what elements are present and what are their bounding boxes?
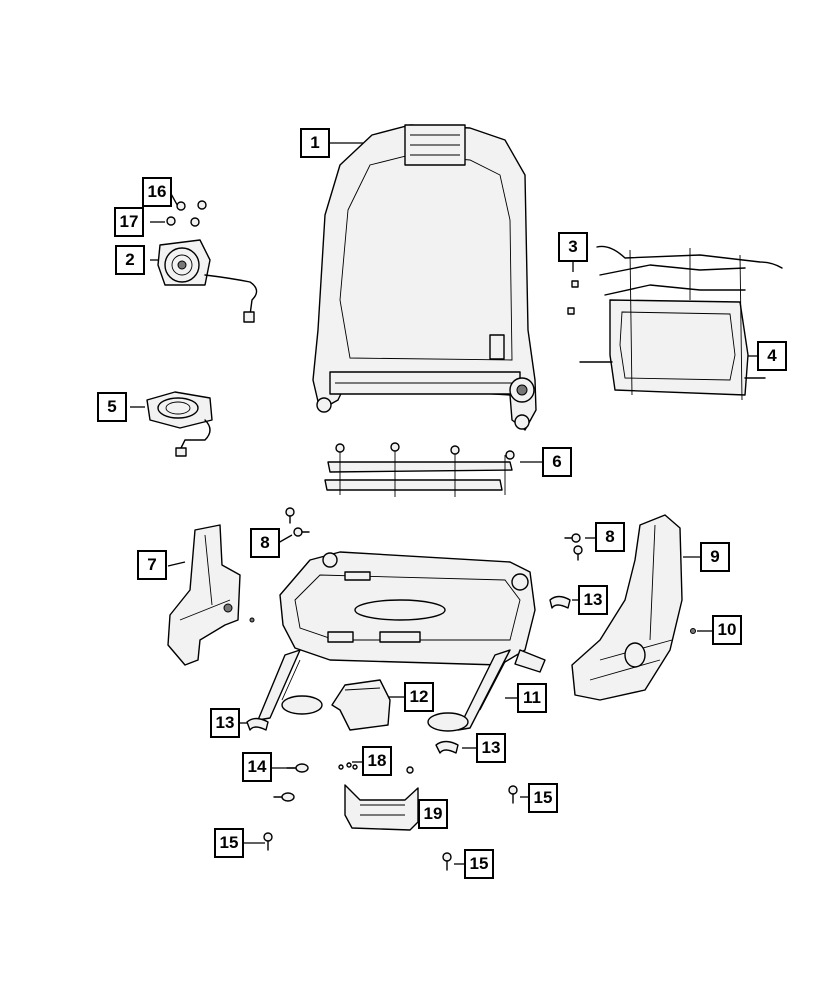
- callout-5: 5: [97, 392, 127, 422]
- callout-9: 9: [700, 542, 730, 572]
- speaker-icon: [157, 239, 258, 323]
- callout-13-left: 13: [210, 708, 240, 738]
- callout-8-left: 8: [250, 528, 280, 558]
- callout-8-right: 8: [595, 522, 625, 552]
- callout-14: 14: [242, 752, 272, 782]
- small-screw-icon: [338, 762, 414, 774]
- bolt-icon: [273, 763, 309, 802]
- right-shield-icon: [571, 514, 683, 701]
- callout-17: 17: [114, 207, 144, 237]
- seat-shield-icon: [167, 524, 255, 666]
- clip-icon: [567, 280, 579, 315]
- seat-back-frame-icon: [312, 124, 537, 431]
- seat-track-icon: [257, 649, 546, 732]
- callout-7: 7: [137, 550, 167, 580]
- callout-15-bottom: 15: [464, 849, 494, 879]
- callout-11: 11: [517, 683, 547, 713]
- callout-1: 1: [300, 128, 330, 158]
- callout-6: 6: [542, 447, 572, 477]
- callout-3: 3: [558, 232, 588, 262]
- callout-2: 2: [115, 245, 145, 275]
- clip-13-icon: [246, 595, 571, 754]
- screw-icon: [285, 507, 583, 561]
- cushion-suspension-icon: [324, 442, 515, 497]
- callout-10: 10: [712, 615, 742, 645]
- speaker-assembly-icon: [146, 391, 213, 457]
- callout-13-center: 13: [476, 733, 506, 763]
- plug-icon: [690, 628, 696, 634]
- callout-16: 16: [142, 177, 172, 207]
- bracket-icon: [344, 784, 419, 831]
- callout-15-right: 15: [528, 783, 558, 813]
- callout-18: 18: [362, 746, 392, 776]
- callout-19: 19: [418, 799, 448, 829]
- fastener-icon: [263, 785, 518, 871]
- callout-4: 4: [757, 341, 787, 371]
- callout-12: 12: [404, 682, 434, 712]
- suspension-mat-icon: [579, 245, 783, 401]
- callout-15-left: 15: [214, 828, 244, 858]
- cover-icon: [331, 679, 391, 731]
- callout-13-right: 13: [578, 585, 608, 615]
- nut-icon: [166, 200, 207, 227]
- seat-cushion-frame-icon: [279, 551, 536, 666]
